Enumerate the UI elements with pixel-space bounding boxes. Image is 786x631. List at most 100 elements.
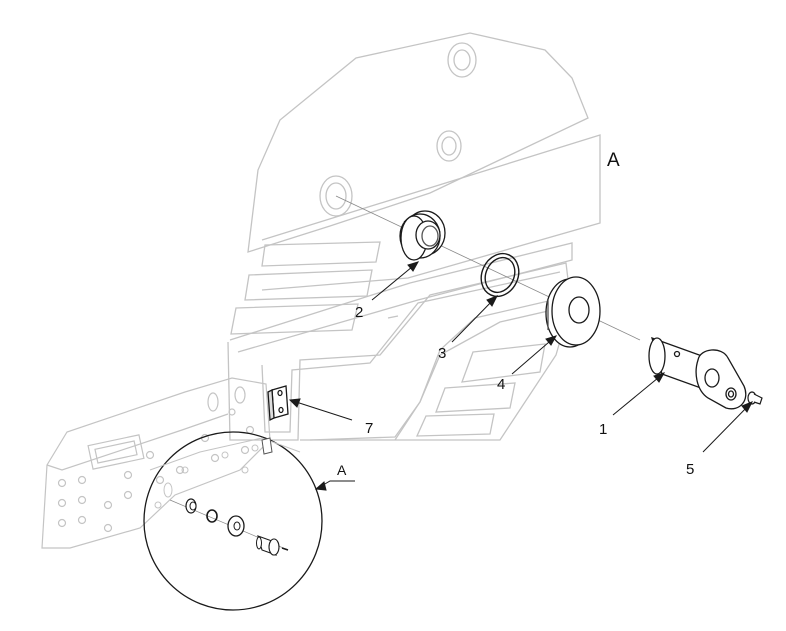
arrow-5 (741, 401, 754, 413)
side-face-outline (261, 134, 601, 291)
chevron-band-upper (229, 242, 573, 353)
side-plate-hole (57, 478, 67, 488)
part-5-screw (747, 391, 763, 405)
arrow-7 (288, 398, 301, 408)
side-plate-hole (210, 453, 220, 463)
lower-body-outline (300, 305, 571, 441)
bushing-bore-inner (421, 225, 439, 247)
part-4-washer (545, 276, 601, 348)
side-plate-hole (57, 498, 67, 508)
pin-flange-bore (704, 368, 720, 388)
arrow-4 (545, 335, 558, 346)
side-plate-hole (145, 450, 155, 460)
detail-hole (221, 451, 229, 459)
pin-flange (695, 349, 747, 410)
bore-main (319, 175, 353, 217)
detail-plate-edge (149, 437, 301, 471)
bracket-side (267, 388, 275, 422)
washer-hole (568, 296, 590, 324)
leader-1 (612, 372, 665, 416)
side-plate-hole (123, 490, 133, 500)
left-side-plate (41, 377, 271, 549)
part-7-bracket (267, 385, 289, 422)
side-plate-slot-1 (207, 392, 219, 412)
side-plate-hole (155, 475, 165, 485)
housing-assembly (227, 32, 601, 441)
label-detail-a: A (337, 462, 347, 478)
chevron-inner (261, 271, 561, 433)
side-plate-hole (103, 500, 113, 510)
label-part-3: 3 (438, 345, 446, 362)
side-plate-hole (240, 445, 250, 455)
detail-circle (143, 431, 323, 611)
side-plate-outline (41, 377, 271, 549)
side-plate-hole (245, 425, 255, 435)
detail-washer-hole (233, 521, 241, 531)
part-3-snap-ring (480, 252, 520, 298)
side-plate-hole (77, 475, 87, 485)
arrow-a (314, 481, 327, 491)
bore-middle-inner (441, 136, 457, 156)
detail-hole (241, 466, 249, 474)
slot-3 (230, 303, 359, 335)
side-plate-hole (77, 515, 87, 525)
part-1-pin (648, 336, 747, 410)
side-plate-hole (57, 518, 67, 528)
arrow-3 (486, 295, 499, 307)
side-plate-edge (46, 413, 229, 471)
upper-plate-outline (247, 32, 589, 253)
side-plate-window-inner (94, 440, 138, 464)
label-part-4: 4 (497, 376, 505, 393)
bracket-hole-top (277, 389, 283, 397)
side-plate-hole (175, 465, 185, 475)
detail-pin-flange (268, 538, 280, 556)
side-plate-hole (103, 523, 113, 533)
detail-pin-end (256, 536, 262, 550)
detail-screw (281, 547, 289, 551)
bracket-hole-bottom (278, 406, 284, 414)
bore-top (447, 42, 477, 78)
detail-ring (206, 509, 218, 523)
arrow-2 (407, 261, 420, 272)
detail-hole (251, 444, 259, 452)
detail-bracket (261, 437, 273, 455)
leader-lines (288, 261, 754, 491)
snap-ring-outer (480, 252, 520, 298)
bore-main-inner (325, 182, 347, 210)
part-labels: A 2 3 4 1 5 7 A (337, 150, 694, 478)
side-plate-slot-2 (234, 386, 246, 404)
arrow-1 (653, 372, 666, 383)
label-part-5: 5 (686, 461, 694, 478)
slot-5 (435, 382, 516, 413)
side-plate-window (87, 434, 145, 470)
detail-view-a (143, 431, 323, 611)
slot-4 (461, 343, 546, 383)
part-2-bushing (399, 210, 446, 261)
label-part-2: 2 (355, 304, 363, 321)
side-plate-hole (77, 495, 87, 505)
label-view-a: A (607, 150, 620, 171)
bore-middle (436, 130, 462, 162)
detail-background (149, 437, 301, 509)
slot-1 (261, 241, 381, 267)
leader-7 (289, 399, 353, 421)
bore-top-inner (453, 49, 471, 71)
detail-slot (163, 482, 173, 498)
pin-flange-hole-inner (727, 390, 735, 398)
side-plate-hole (228, 408, 236, 416)
detail-hole (181, 466, 189, 474)
side-plate-hole (123, 470, 133, 480)
slot-2 (244, 269, 373, 301)
hatch-mark (387, 315, 399, 319)
label-part-7: 7 (365, 420, 373, 437)
detail-hole (154, 501, 162, 509)
slot-6 (415, 413, 495, 437)
snap-ring-inner (484, 256, 516, 294)
detail-bushing-inner (189, 501, 197, 511)
leader-5 (702, 401, 753, 453)
label-part-1: 1 (599, 421, 607, 438)
screw-thread (753, 393, 763, 405)
pin-cross-hole (673, 350, 681, 358)
pin-shaft-end (648, 337, 666, 375)
